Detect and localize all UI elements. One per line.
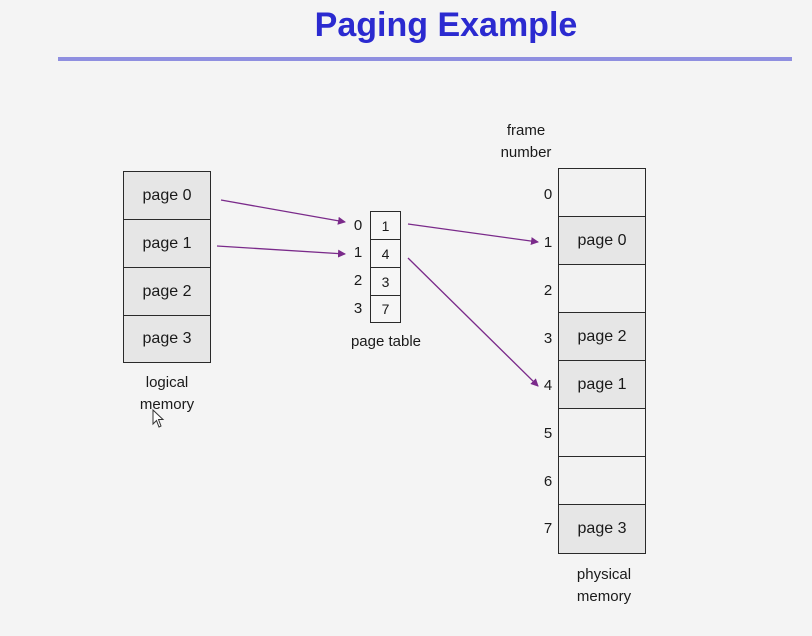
page-table-index-0: 0 [353,217,363,234]
logical-page-0: page 0 [123,171,211,220]
page-table-index-2: 2 [353,272,363,289]
logical-page-3: page 3 [123,315,211,363]
logical-memory-label-line1: logical [145,374,189,391]
logical-page-2: page 2 [123,267,211,316]
frame-number-header-line2: number [500,144,552,161]
physical-frame-0 [558,168,646,217]
logical-memory-label-line2: memory [139,396,195,413]
frame-number-7: 7 [543,520,553,537]
physical-frame-6 [558,456,646,505]
logical-page-1: page 1 [123,219,211,268]
physical-frame-1: page 0 [558,216,646,265]
frame-number-4: 4 [543,377,553,394]
frame-number-3: 3 [543,330,553,347]
physical-memory-label-line2: memory [576,588,632,605]
frame-number-0: 0 [543,186,553,203]
arrow-table1-to-frame4 [407,257,539,387]
title-underline [58,57,792,61]
physical-memory-label-line1: physical [576,566,632,583]
page-table-label: page table [350,333,422,350]
page-table-entry-1: 4 [370,239,401,268]
arrow-table0-to-frame1 [407,223,539,246]
page-table-entry-0: 1 [370,211,401,240]
frame-number-5: 5 [543,425,553,442]
mouse-cursor-icon [152,409,165,428]
arrow-page1-to-table [216,245,346,258]
frame-number-header-line1: frame [506,122,546,139]
frame-number-6: 6 [543,473,553,490]
page-table-entry-3: 7 [370,295,401,323]
arrow-page0-to-table [220,199,346,225]
frame-number-1: 1 [543,234,553,251]
physical-frame-7: page 3 [558,504,646,554]
physical-frame-4: page 1 [558,360,646,409]
page-table-index-1: 1 [353,244,363,261]
frame-number-2: 2 [543,282,553,299]
slide-title: Paging Example [314,6,578,44]
page-table-index-3: 3 [353,300,363,317]
